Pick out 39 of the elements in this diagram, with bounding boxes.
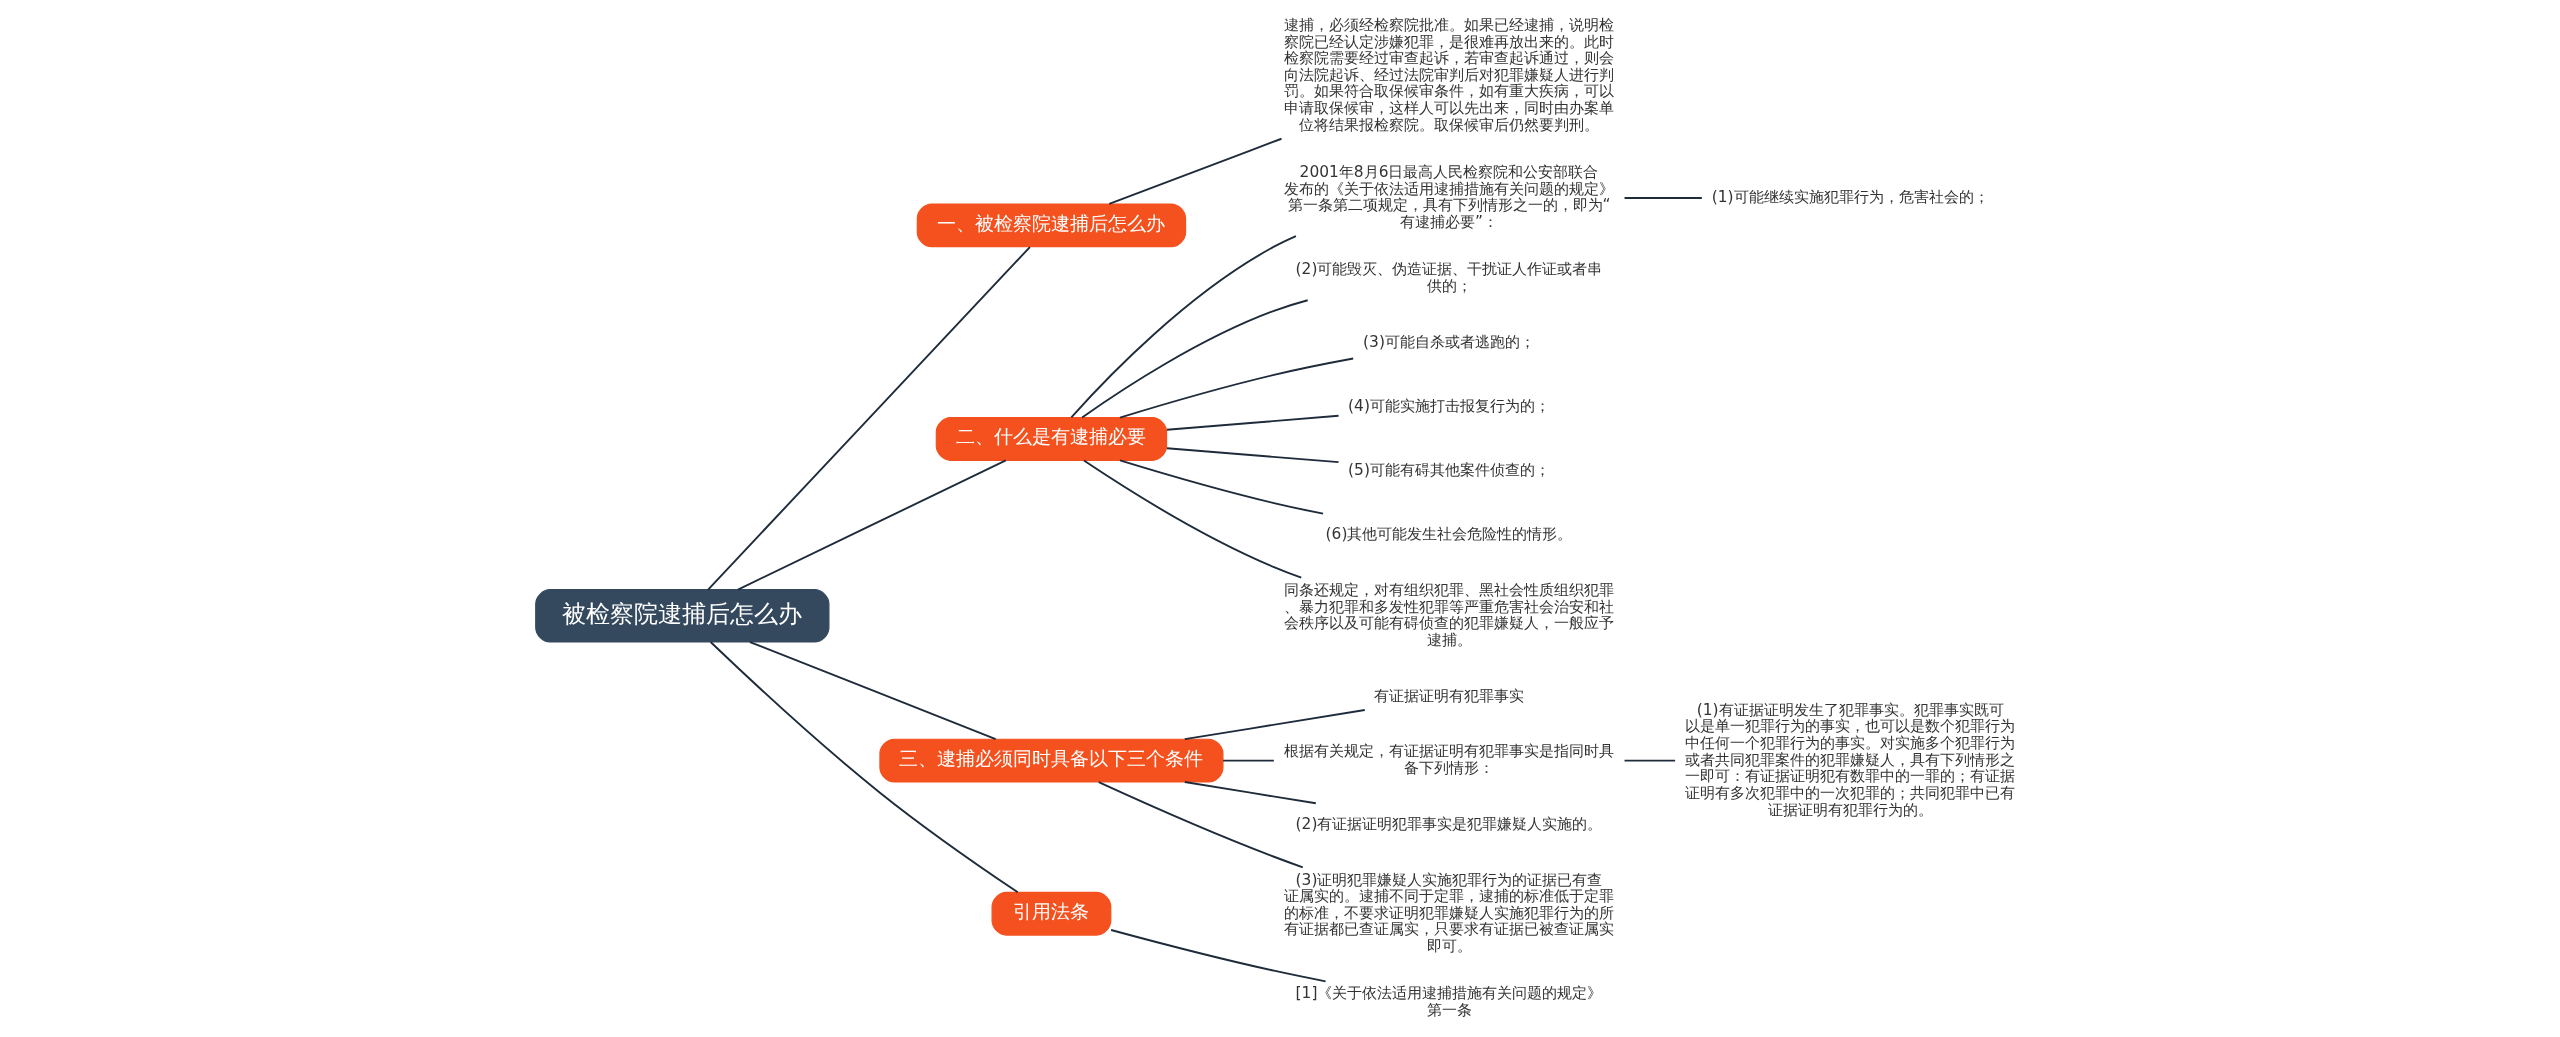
node-text: (2)有证据证明犯罪事实是犯罪嫌疑人实施的。: [1295, 814, 1602, 833]
node-text: (3)证明犯罪嫌疑人实施犯罪行为的证据已有查证属实的。逮捕不同于定罪，逮捕的标准低于定罪的标准，不要求证明犯罪嫌疑人实施犯罪行为的所有证据都已查证属实，只要求有证据已被查证属实即可。: [1283, 870, 1614, 955]
connector: [706, 246, 1031, 591]
node-text: (1)可能继续实施犯罪行为，危害社会的；: [1711, 188, 1989, 207]
connector: [1623, 197, 1703, 199]
node-text: (2)可能毁灭、伪造证据、干扰证人作证或者串供的；: [1295, 260, 1602, 296]
node-text: 同条还规定，对有组织犯罪、黑社会性质组织犯罪、暴力犯罪和多发性犯罪等严重危害社会治安和社会秩序以及可能有碍侦查的犯罪嫌疑人，一般应予逮捕。: [1283, 580, 1614, 649]
node-text: (4)可能实施打击报复行为的；: [1347, 396, 1550, 415]
node-text: (1)有证据证明发生了犯罪事实。犯罪事实既可以是单一犯罪行为的事实，也可以是数个犯罪行为中任何一个犯罪行为的事实。对实施多个犯罪行为或者共同犯罪案件的犯罪嫌疑人，具有下列情形之一即可：有证据证明犯有数罪中的一罪的；有证据证明有多次犯罪中的一次犯罪的；共同犯罪中已有证据证明有犯罪行为的。: [1684, 700, 2015, 819]
node-text: 2001年8月6日最高人民检察院和公安部联合发布的《关于依法适用逮捕措施有关问题的规定》第一条第二项规定，具有下列情形之一的，即为“有逮捕必要”：: [1283, 163, 1614, 232]
node-text: (5)可能有碍其他案件侦查的；: [1347, 461, 1550, 480]
connector: [709, 641, 1019, 894]
connector: [1109, 929, 1326, 983]
connector: [1165, 414, 1339, 431]
connector: [1118, 357, 1354, 419]
connector: [1107, 137, 1282, 205]
node-text: 根据有关规定，有证据证明有犯罪事实是指同时具备下列情形：: [1283, 742, 1614, 777]
node-text: 有证据证明有犯罪事实: [1373, 686, 1524, 705]
connector: [1080, 299, 1309, 419]
connector: [1069, 235, 1297, 419]
connector: [1097, 781, 1304, 869]
connector: [1165, 447, 1339, 464]
connector: [736, 459, 1007, 591]
connector: [1082, 459, 1302, 579]
node-box: 被检察院逮捕后怎么办: [534, 589, 829, 643]
node-box: 三、逮捕必须同时具备以下三个条件: [878, 738, 1224, 783]
node-text: (3)可能自杀或者逃跑的；: [1362, 332, 1535, 351]
node-box: 引用法条: [991, 891, 1111, 936]
connector: [1183, 781, 1317, 805]
node-box: 二、什么是有逮捕必要: [935, 417, 1167, 461]
connector: [1221, 759, 1275, 762]
node-text: (6)其他可能发生社会危险性的情形。: [1325, 525, 1572, 544]
node-text: [1]《关于依法适用逮捕措施有关问题的规定》第一条: [1295, 984, 1602, 1020]
node-box: 一、被检察院逮捕后怎么办: [916, 203, 1186, 248]
connector: [1118, 459, 1324, 515]
node-text: 逮捕，必须经检察院批准。如果已经逮捕，说明检察院已经认定涉嫌犯罪，是很难再放出来的。此时检察院需要经过审查起诉，若审查起诉通过，则会向法院起诉、经过法院审判后对犯罪嫌疑人进行判罚。如果符合取保候审条件，如有重大疾病，可以申请取保候审，这样人可以先出来，同时由办案单位将结果报检察院。取保候审后仍然要判刑。: [1283, 15, 1614, 134]
connector: [1623, 759, 1676, 762]
connector: [748, 641, 997, 741]
connector: [1183, 709, 1366, 741]
